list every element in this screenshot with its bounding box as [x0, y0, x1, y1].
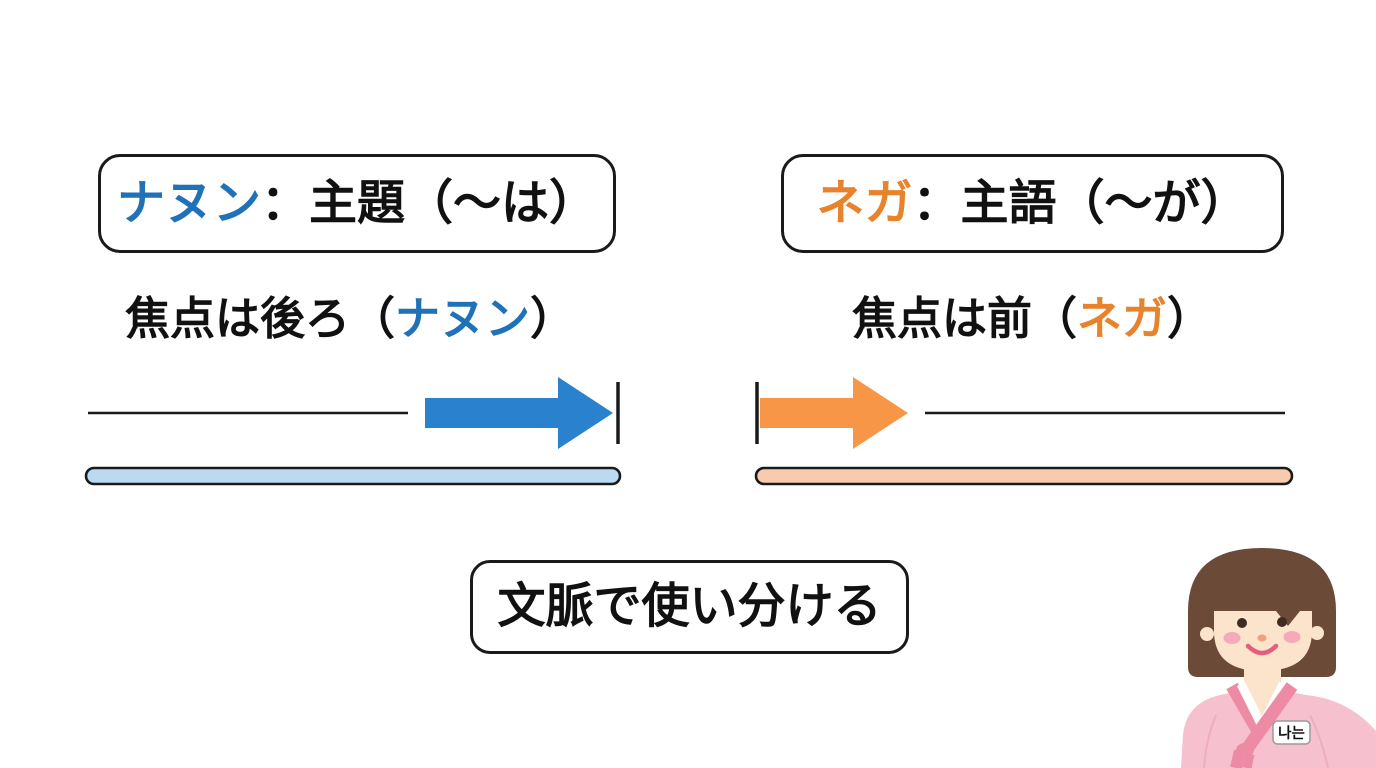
character-name-tag-text: 나는	[1278, 725, 1305, 742]
character-collar-band-left	[1226, 682, 1264, 735]
orange-capsule-bar	[754, 466, 1294, 486]
character-ribbon-tail-2	[1242, 753, 1255, 768]
bottom-note-box: 文脈で使い分ける	[470, 560, 909, 654]
focus-left-pre: 焦点は後ろ（	[124, 293, 395, 344]
focus-left-term: ナヌン	[394, 293, 530, 344]
character-cheek-left	[1223, 632, 1241, 644]
focus-right-pre: 焦点は前（	[851, 293, 1077, 344]
hanbok-girl-illustration: 나는	[1181, 548, 1376, 768]
bottom-note-text: 文脈で使い分ける	[497, 580, 882, 633]
highlight-bar-right	[754, 466, 1294, 486]
nega-definition-box: ネガ：主語（〜が）	[781, 154, 1284, 253]
highlight-bar-left	[84, 466, 622, 486]
character-eye-right	[1277, 617, 1287, 627]
nanun-definition-box: ナヌン：主題（〜は）	[98, 154, 616, 253]
character-eye-left	[1237, 618, 1247, 628]
character-collar-band-right	[1238, 682, 1298, 757]
focus-diagram-left	[88, 377, 620, 449]
character-collar-white-left	[1236, 681, 1267, 729]
nega-definition: ：主語（〜が）	[912, 176, 1249, 230]
character-name-tag	[1272, 720, 1311, 745]
character-ribbon-tail-1	[1230, 749, 1246, 768]
blue-right-arrow-icon	[425, 377, 613, 449]
character-ear-right	[1310, 626, 1324, 640]
focus-caption-left: 焦点は後ろ（ナヌン）	[6, 296, 694, 341]
character-cheek-right	[1283, 631, 1301, 643]
focus-left-post: ）	[530, 293, 576, 344]
blue-capsule-bar	[84, 466, 622, 486]
character-nose	[1257, 634, 1267, 642]
focus-right-term: ネガ	[1076, 293, 1167, 344]
orange-right-arrow-icon	[760, 377, 908, 449]
focus-diagram-right	[755, 377, 1285, 449]
nega-term: ネガ	[816, 176, 913, 230]
character-sleeve-seam-right	[1309, 714, 1329, 768]
nanun-definition: ：主題（〜は）	[261, 176, 598, 230]
character-ear-left	[1200, 627, 1214, 641]
focus-right-post: ）	[1167, 293, 1213, 344]
nanun-term: ナヌン	[116, 176, 261, 230]
character-hair	[1188, 548, 1336, 677]
character-mouth	[1245, 643, 1279, 656]
focus-caption-right: 焦点は前（ネガ）	[688, 296, 1376, 341]
character-sleeve-seam-left	[1203, 714, 1217, 768]
